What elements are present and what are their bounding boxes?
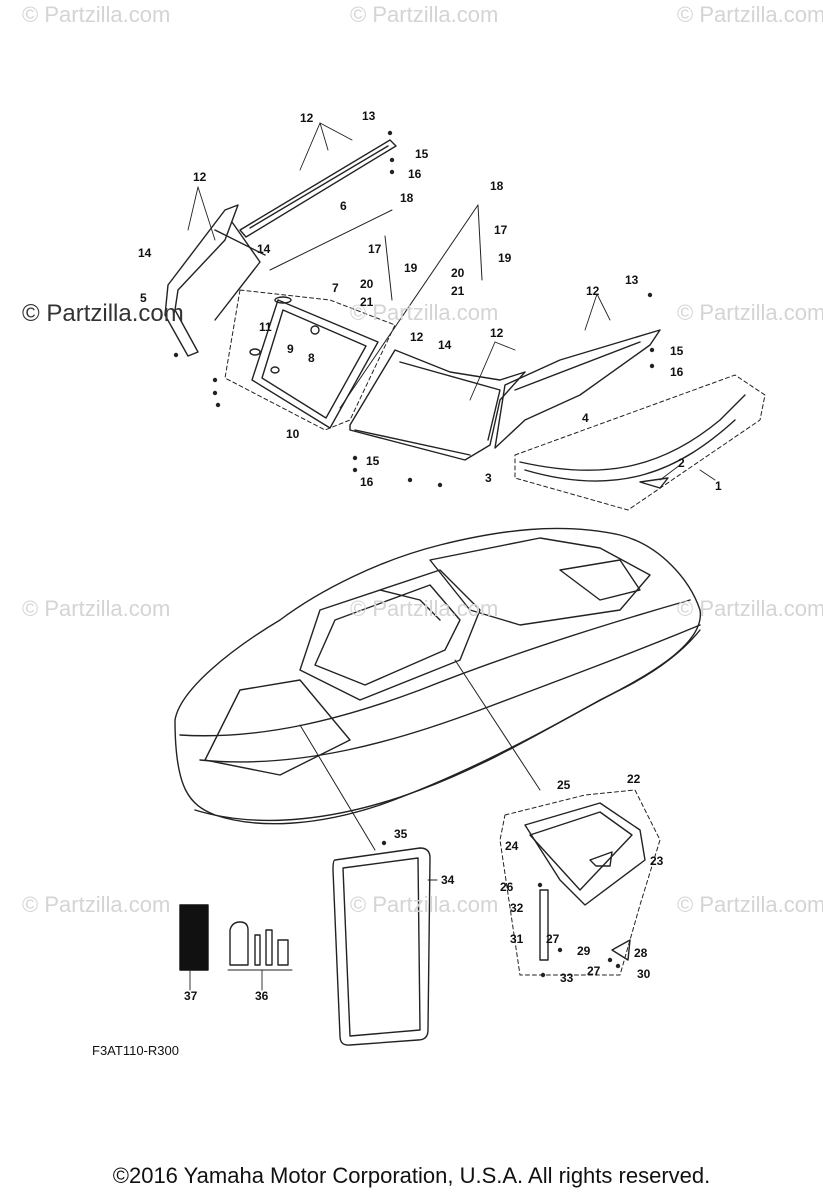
callout-31: 31: [510, 932, 524, 946]
callout-8: 8: [308, 351, 315, 365]
watermark-mid-center: © Partzilla.com: [350, 300, 499, 325]
deck-panel-1: [514, 374, 766, 511]
watermark-left-2: © Partzilla.com: [22, 596, 171, 621]
windshield-frame-5: [164, 204, 266, 357]
tool-kit-36: [227, 921, 293, 971]
callout-32: 32: [510, 901, 524, 915]
callout-36: 36: [255, 989, 269, 1003]
callout-2: 2: [678, 456, 685, 470]
callout-16c: 16: [670, 365, 684, 379]
callout-35: 35: [394, 827, 408, 841]
callout-18a: 18: [400, 191, 414, 205]
hatch-assembly-22: [499, 789, 661, 976]
watermark-top-right: © Partzilla.com: [677, 2, 823, 27]
callout-12a: 12: [193, 170, 207, 184]
callout-17a: 17: [368, 242, 382, 256]
boat-hull: [174, 527, 701, 825]
watermark-right-2: © Partzilla.com: [677, 596, 823, 621]
gasket-strip-6: [239, 139, 397, 238]
hatch-gasket-34: [332, 847, 431, 1046]
callout-12d: 12: [490, 326, 504, 340]
mat-37: [179, 904, 209, 971]
callout-37: 37: [184, 989, 198, 1003]
callout-15a: 15: [415, 147, 429, 161]
callout-13a: 13: [362, 109, 376, 123]
callout-14a: 14: [138, 246, 152, 260]
callout-24: 24: [505, 839, 519, 853]
callout-10: 10: [286, 427, 300, 441]
window-assembly-7: [224, 289, 396, 431]
callout-leaders: [187, 122, 716, 991]
callout-33: 33: [560, 971, 574, 985]
callout-19a: 19: [404, 261, 418, 275]
callout-28: 28: [634, 946, 648, 960]
callout-14b: 14: [257, 242, 271, 256]
callout-27a: 27: [546, 932, 560, 946]
callout-19b: 19: [498, 251, 512, 265]
callout-21b: 21: [451, 284, 465, 298]
watermark-left-strong: © Partzilla.com: [22, 300, 184, 327]
callout-25: 25: [557, 778, 571, 792]
watermark-center-3: © Partzilla.com: [350, 892, 499, 917]
callout-27b: 27: [587, 964, 601, 978]
windshield-frame-4: [494, 329, 661, 449]
watermark-top-left: © Partzilla.com: [22, 2, 171, 27]
callout-12b: 12: [300, 111, 314, 125]
callout-1: 1: [715, 479, 722, 493]
callout-11: 11: [259, 320, 272, 334]
leader-lines-upper: [269, 204, 483, 409]
callout-26: 26: [500, 880, 514, 894]
callout-7: 7: [332, 281, 339, 295]
watermark-mid-right: © Partzilla.com: [677, 300, 823, 325]
fasteners: [173, 130, 655, 978]
leader-lines-hull: [299, 659, 541, 851]
callout-5: 5: [140, 291, 147, 305]
callout-30: 30: [637, 967, 651, 981]
callout-34: 34: [441, 873, 455, 887]
windshield-frame-3: [349, 349, 526, 461]
watermark-top-center: © Partzilla.com: [350, 2, 499, 27]
callout-3: 3: [485, 471, 492, 485]
callout-16a: 16: [408, 167, 422, 181]
callout-14c: 14: [438, 338, 452, 352]
callout-20a: 20: [360, 277, 374, 291]
callout-21a: 21: [360, 295, 374, 309]
callout-17b: 17: [494, 223, 508, 237]
callout-20b: 20: [451, 266, 465, 280]
callout-23: 23: [650, 854, 664, 868]
callout-15c: 15: [670, 344, 684, 358]
callout-18b: 18: [490, 179, 504, 193]
callout-13b: 13: [625, 273, 639, 287]
watermark-left-3: © Partzilla.com: [22, 892, 171, 917]
watermark-right-3: © Partzilla.com: [677, 892, 823, 917]
diagram-code: F3AT110-R300: [92, 1043, 179, 1058]
callout-12c: 12: [410, 330, 424, 344]
callout-29: 29: [577, 944, 591, 958]
callout-12e: 12: [586, 284, 600, 298]
callout-6: 6: [340, 199, 347, 213]
copyright-notice: ©2016 Yamaha Motor Corporation, U.S.A. A…: [112, 1163, 711, 1188]
watermark-center-2: © Partzilla.com: [350, 596, 499, 621]
callout-16b: 16: [360, 475, 374, 489]
callout-4: 4: [582, 411, 589, 425]
callout-15b: 15: [366, 454, 380, 468]
callout-9: 9: [287, 342, 294, 356]
callout-22: 22: [627, 772, 641, 786]
